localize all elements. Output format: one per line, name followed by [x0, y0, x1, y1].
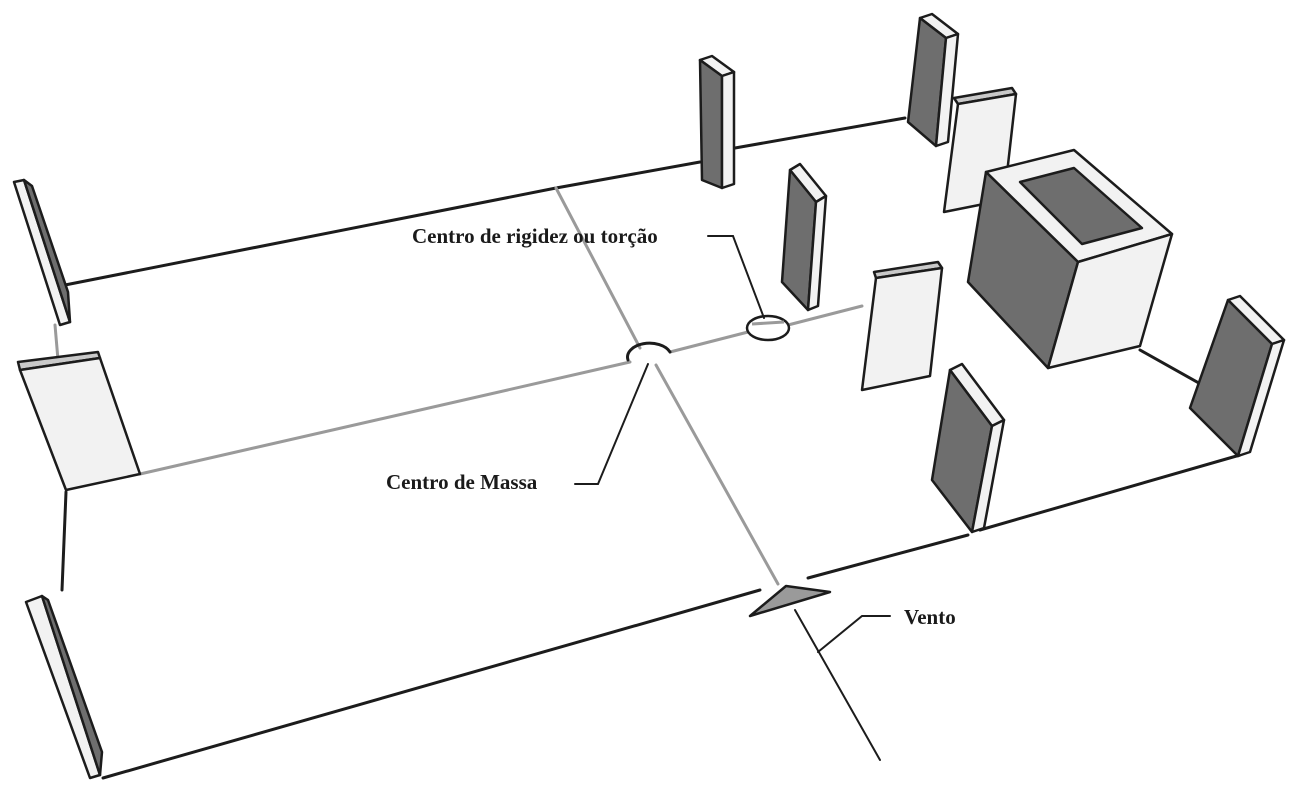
label-wind: Vento: [904, 605, 956, 629]
wall-bottom-left: [24, 594, 104, 780]
wall-left-back: [12, 178, 72, 327]
wall-left-front: [16, 350, 142, 492]
wall-far-right: [1188, 294, 1286, 458]
label-stiffness-center: Centro de rigidez ou torção: [412, 224, 658, 248]
axis-lines: [53, 186, 864, 586]
wall-front-right: [930, 362, 1006, 534]
core-box: [966, 148, 1174, 370]
leader-lines: [574, 235, 891, 653]
wall-center-right: [860, 260, 944, 392]
mass-center-marker: [626, 341, 672, 362]
wind-axis-line: [794, 609, 881, 761]
wall-center: [780, 162, 828, 312]
wall-back-right: [906, 12, 960, 148]
wind-arrow: [748, 584, 832, 618]
wall-back-center: [698, 54, 736, 190]
stiffness-center-marker: [745, 314, 791, 342]
label-mass-center: Centro de Massa: [386, 470, 538, 494]
